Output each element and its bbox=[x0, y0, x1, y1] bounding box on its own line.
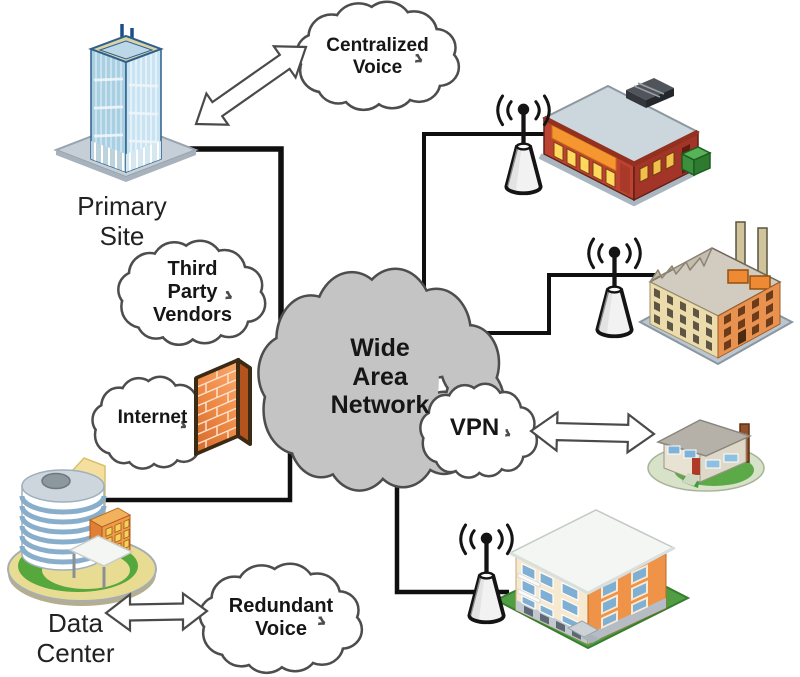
centralized-voice-cloud bbox=[295, 0, 461, 112]
double-headed-arrow-icon bbox=[104, 591, 209, 633]
redundant-voice-cloud bbox=[198, 562, 364, 675]
third-party-vendors-cloud bbox=[117, 239, 267, 347]
vpn-cloud bbox=[419, 382, 539, 479]
awning bbox=[68, 535, 134, 567]
roof-vents bbox=[727, 269, 771, 290]
server-building-icon bbox=[7, 457, 157, 606]
house-icon bbox=[647, 419, 765, 492]
link-primary-site-to-wan bbox=[163, 146, 284, 330]
rooftop-hvac bbox=[626, 78, 674, 108]
double-headed-arrow-icon bbox=[529, 410, 656, 455]
firewall-icon bbox=[194, 357, 252, 457]
annex bbox=[68, 507, 134, 588]
left-face bbox=[515, 555, 589, 645]
link-wan-to-store-antenna bbox=[422, 132, 549, 333]
dumpster bbox=[680, 146, 712, 177]
storefront-face bbox=[543, 116, 635, 202]
cornice bbox=[542, 115, 700, 167]
side-face bbox=[717, 281, 781, 359]
walkway bbox=[566, 620, 600, 638]
factory-icon bbox=[637, 221, 795, 366]
door bbox=[692, 458, 700, 475]
walkway bbox=[682, 473, 700, 486]
retail-store-icon bbox=[538, 78, 712, 207]
sawtooth-roofline bbox=[649, 247, 713, 283]
apartment-building-icon bbox=[493, 509, 691, 650]
double-headed-arrow-icon bbox=[194, 45, 308, 126]
office-tower-icon bbox=[53, 24, 199, 182]
wan-cloud bbox=[257, 267, 506, 492]
right-face bbox=[587, 553, 667, 645]
front-face bbox=[649, 281, 719, 359]
